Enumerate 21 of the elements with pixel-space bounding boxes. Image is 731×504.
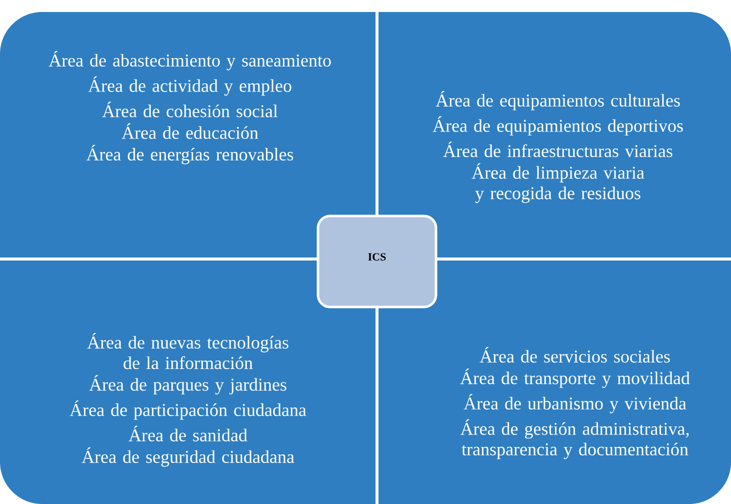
quadrant-panel: [0, 259, 377, 504]
list-item: Área de servicios sociales: [480, 347, 670, 363]
list-item: Área de infraestructuras viarias: [443, 142, 672, 158]
list-item: Área de energías renovables: [86, 144, 294, 164]
list-item: Área de urbanismo y vivienda: [464, 394, 686, 414]
list-item: Área de transporte y movilidad: [460, 368, 690, 388]
list-item: Área de abastecimiento y saneamiento: [48, 51, 331, 70]
list-item: Área de educación: [122, 123, 258, 139]
list-item: Área de limpieza viaria y recogida de residuos: [472, 163, 644, 204]
list-item: Área de gestión administrativa, transparencia y documentación: [460, 419, 689, 460]
list-item: Área de equipamientos culturales: [436, 91, 680, 110]
quadrant-panel: [377, 259, 731, 504]
list-item: Área de participación ciudadana: [70, 400, 306, 420]
center-box: ICS: [316, 214, 438, 308]
list-item: Área de sanidad: [128, 426, 248, 442]
list-item: Área de parques y jardines: [89, 375, 286, 394]
list-item: Área de actividad y empleo: [88, 76, 292, 96]
list-item: Área de equipamientos deportivos: [432, 116, 683, 136]
list-item: Área de seguridad ciudadana: [82, 447, 294, 467]
list-item: Área de cohesión social: [102, 102, 278, 118]
list-item: Área de nuevas tecnologías de la información: [87, 333, 288, 370]
